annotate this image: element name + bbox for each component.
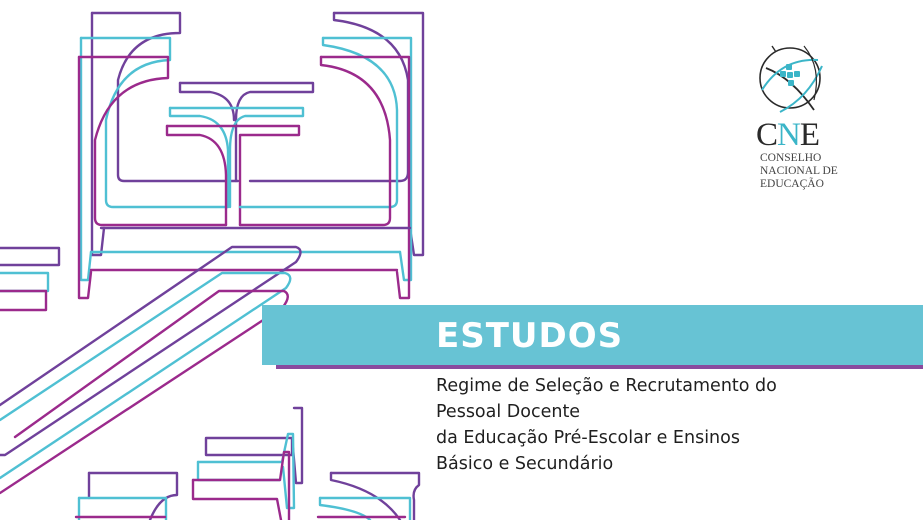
bottom-chair-cyan — [77, 432, 412, 520]
logo-letter-c: C — [756, 117, 778, 153]
banner-title: ESTUDOS — [436, 316, 624, 356]
subtitle-line-3: da Educação Pré-Escolar e Ensinos — [436, 428, 740, 448]
chair-right-magenta — [238, 55, 411, 300]
logo-acronym: CNE — [756, 118, 842, 152]
chair-left-cyan — [79, 36, 230, 282]
subtitle-line-2: Pessoal Docente — [436, 402, 581, 422]
diagonal-cyan — [0, 271, 292, 480]
table-magenta — [165, 124, 301, 227]
logo-letter-n: N — [777, 117, 801, 153]
bottom-chair-purple — [87, 406, 421, 520]
chair-left-purple — [90, 11, 240, 257]
cne-logo: CNE CONSELHO NACIONAL DE EDUCAÇÃO — [752, 38, 842, 191]
logo-letter-e: E — [799, 117, 820, 153]
table-cyan — [168, 106, 305, 209]
document-subtitle: Regime de Seleção e Recrutamento do Pess… — [436, 373, 777, 477]
globe-cross-icon — [759, 45, 823, 113]
left-edge-cyan — [0, 271, 50, 293]
table-purple — [178, 81, 315, 183]
logo-line-1: CONSELHO — [760, 152, 822, 164]
banner-underline — [276, 365, 923, 369]
logo-line-2: NACIONAL DE — [760, 165, 838, 177]
diagonal-purple — [0, 245, 302, 457]
left-edge-magenta — [0, 289, 48, 312]
subtitle-line-4: Básico e Secundário — [436, 454, 614, 474]
left-edge-purple — [0, 246, 61, 267]
bottom-chair-magenta — [74, 450, 407, 520]
chair-left-magenta — [77, 55, 228, 300]
estudos-banner — [262, 305, 923, 365]
chair-right-cyan — [238, 36, 413, 282]
logo-line-3: EDUCAÇÃO — [760, 178, 824, 190]
subtitle-line-1: Regime de Seleção e Recrutamento do — [436, 376, 777, 396]
